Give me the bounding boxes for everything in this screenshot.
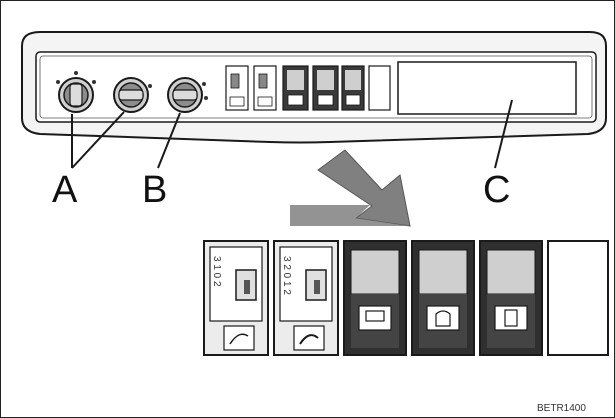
- rocker-1-positions: 3 1 0 2: [211, 256, 222, 287]
- callout-c-label: C: [483, 169, 510, 211]
- front-wiper-icon: [229, 333, 249, 345]
- callout-a-label: A: [52, 169, 78, 211]
- mini-blank-slot: [368, 65, 391, 111]
- switch-panel-detail: 3 1 0 2 3 2 0 1 2: [203, 240, 609, 356]
- knob-a2-icon[interactable]: [113, 77, 152, 113]
- rear-wiper-icon: [299, 334, 319, 345]
- beacon-switch[interactable]: [411, 240, 475, 356]
- callout-leaders: [71, 99, 513, 169]
- display-area-c: [397, 61, 577, 115]
- heated-seat-switch[interactable]: [479, 240, 543, 356]
- wiper-front-switch[interactable]: 3 1 0 2: [203, 240, 269, 356]
- knob-b-icon[interactable]: [167, 77, 208, 113]
- figure-code: BETR1400: [537, 403, 586, 414]
- work-light-switch[interactable]: [343, 240, 407, 356]
- knob-a1-icon[interactable]: [56, 71, 96, 113]
- wiper-rear-switch[interactable]: 3 2 0 1 2: [273, 240, 339, 356]
- heated-seat-icon: [504, 309, 518, 327]
- rocker-2-positions: 3 2 0 1 2: [281, 256, 292, 295]
- callout-b-label: B: [142, 169, 167, 211]
- console-overview: [21, 31, 607, 144]
- mini-switch-row: [225, 65, 391, 111]
- down-arrow-icon: [317, 149, 411, 227]
- beacon-light-icon: [435, 310, 451, 327]
- blank-switch-slot: [547, 240, 609, 356]
- work-light-icon: [365, 310, 385, 322]
